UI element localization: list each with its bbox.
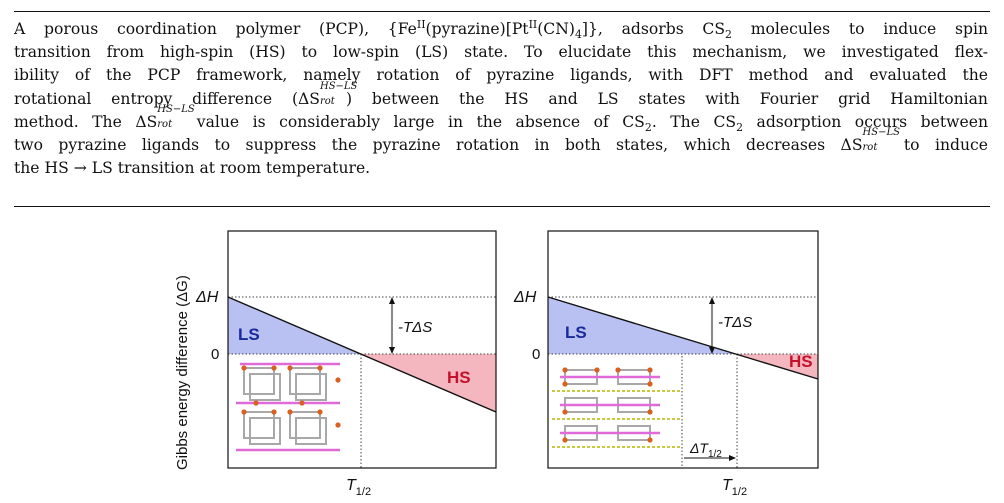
abstract-line-7: the HS → LS transition at room temperatu…	[14, 159, 371, 178]
ls-label-right: LS	[565, 323, 587, 342]
right-panel: -TΔS LS HS ΔH 0 ΔT1/	[513, 230, 819, 498]
abstract-line-1: A porous coordination polymer (PCP), {Fe…	[14, 17, 988, 42]
hs-label-right: HS	[789, 352, 813, 371]
delta-t-arrow-head	[729, 455, 736, 461]
crystal-structure-inset-left	[230, 360, 348, 460]
top-rule	[14, 11, 990, 12]
tds-arrow-head-down-left	[389, 347, 395, 354]
dh-label-right: ΔH	[513, 289, 537, 306]
abstract-line-6: two pyrazine ligands to suppress the pyr…	[14, 127, 988, 155]
delta-t-label: ΔT1/2	[689, 440, 722, 460]
t-half-label-left: T1/2	[346, 477, 371, 498]
plot-frame-right	[547, 230, 819, 469]
delta-g-line-left	[227, 296, 497, 413]
zero-label-right: 0	[532, 346, 540, 363]
crystal-structure-inset-right	[550, 360, 680, 460]
hs-label-left: HS	[447, 368, 471, 387]
bottom-rule	[14, 206, 990, 207]
left-panel: -TΔS LS HS ΔH 0 T1/2	[195, 230, 497, 498]
minus-tds-label-right: -TΔS	[718, 314, 752, 331]
t-half-label-right: T1/2	[722, 477, 747, 498]
delta-g-line-right	[547, 296, 819, 380]
ls-label-left: LS	[238, 325, 260, 344]
tds-arrow-head-up-right	[709, 297, 715, 304]
abstract: A porous coordination polymer (PCP), {Fe…	[14, 18, 988, 180]
graphical-abstract-figure: Gibbs energy difference (ΔG) -TΔS LS HS …	[174, 230, 819, 498]
plot-frame-left	[227, 230, 497, 469]
y-axis-label: Gibbs energy difference (ΔG)	[174, 275, 191, 470]
tds-arrow-head-down-right	[709, 347, 715, 354]
abstract-line-3: ibility of the PCP framework, namely rot…	[14, 66, 988, 85]
zero-label-left: 0	[211, 346, 219, 363]
tds-arrow-head-up-left	[389, 297, 395, 304]
dh-label-left: ΔH	[195, 289, 219, 306]
minus-tds-label-left: -TΔS	[398, 319, 432, 336]
abstract-line-2: transition from high-spin (HS) to low-sp…	[14, 43, 988, 62]
